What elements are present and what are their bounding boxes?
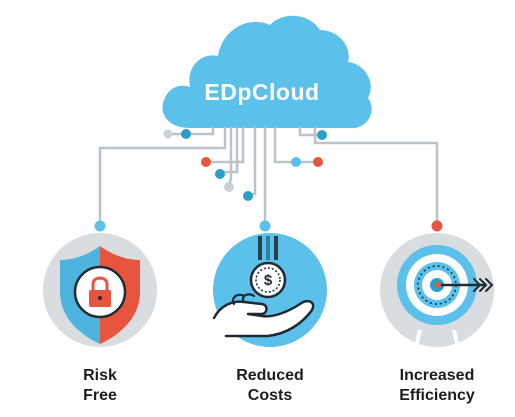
benefit-label-line1: Reduced [236, 367, 304, 384]
target-arrow-icon [380, 233, 494, 348]
circuit-dots [94, 129, 443, 232]
coin-inner [255, 267, 281, 293]
coin-motion-2 [266, 236, 270, 260]
dot-red-left [201, 157, 211, 167]
cloud-shape [162, 15, 372, 129]
dot-risk-top [94, 220, 106, 232]
cloud: EDpCloud [162, 15, 372, 129]
circuit-lines [98, 126, 439, 228]
coin-motion-3 [274, 236, 278, 260]
shield-lock-icon [43, 233, 157, 347]
coin-hand-icon: $ [212, 233, 327, 347]
dot-red-right [313, 157, 323, 167]
dot-blue-right [291, 157, 301, 167]
line-stub-mid [220, 126, 239, 174]
benefit-label-line2: Free [83, 387, 117, 404]
benefit-label-line1: Risk [83, 367, 117, 384]
benefit-label-increased-efficiency: Increased Efficiency [367, 366, 507, 406]
hand-finger-2 [231, 293, 246, 306]
coin-motion-1 [258, 236, 262, 260]
dot-efficiency-top [431, 220, 443, 232]
arrow-tip [435, 282, 441, 288]
target-stand [414, 329, 460, 348]
line-stub-red-left [204, 126, 245, 164]
line-stub-right [273, 126, 320, 164]
line-to-risk [98, 126, 227, 228]
dot-blue-low [243, 191, 253, 201]
lock-shackle [91, 276, 109, 290]
hand-finger-1 [241, 293, 256, 304]
benefit-label-line2: Efficiency [399, 387, 475, 404]
benefit-label-line1: Increased [399, 367, 475, 384]
dot-blue-left [181, 129, 191, 139]
line-to-efficiency [313, 126, 439, 228]
dot-costs-top [259, 220, 271, 232]
dot-blue-upper-right [317, 130, 327, 140]
lock-keyhole [98, 296, 102, 300]
line-stub-grey [227, 126, 233, 188]
dot-grey-mid [224, 182, 234, 192]
benefit-label-line2: Costs [247, 387, 293, 404]
benefit-label-reduced-costs: Reduced Costs [200, 366, 340, 406]
coin-symbol: $ [264, 272, 273, 289]
benefit-label-risk-free: Risk Free [30, 366, 170, 406]
dot-grey-left [163, 129, 173, 139]
cloud-title: EDpCloud [204, 79, 319, 105]
arrow-fletching [473, 278, 494, 292]
line-stub-right-up [298, 126, 324, 137]
dot-blue-mid [215, 169, 225, 179]
line-stub-blue-low [246, 126, 257, 196]
